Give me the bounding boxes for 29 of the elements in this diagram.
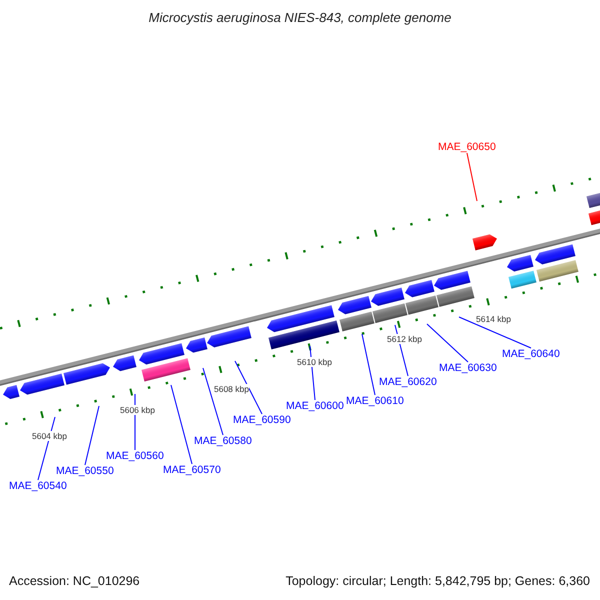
gene-label: MAE_60560 <box>106 450 164 462</box>
gene-label: MAE_60620 <box>379 376 437 388</box>
position-label: 5606 kbp <box>120 405 155 415</box>
diagram-title: Microcystis aeruginosa NIES-843, complete genome <box>148 10 452 26</box>
gene-label: MAE_60580 <box>194 435 252 447</box>
position-label: 5610 kbp <box>297 357 332 367</box>
gene-label: MAE_60590 <box>233 414 291 426</box>
leader-line <box>84 406 100 466</box>
position-label: 5612 kbp <box>387 334 422 344</box>
gene-label: MAE_60600 <box>286 400 344 412</box>
gene-label: MAE_60650 <box>438 141 496 153</box>
gene-label: MAE_60640 <box>502 348 560 360</box>
gene-label: MAE_60610 <box>346 395 404 407</box>
leader-line <box>362 334 376 396</box>
leader-line <box>234 360 262 414</box>
footer-text: Accession: NC_010296 <box>9 574 140 588</box>
leader-line <box>170 384 192 464</box>
position-label: 5614 kbp <box>476 314 511 324</box>
leader-line <box>202 368 224 436</box>
gene-label: MAE_60550 <box>56 465 114 477</box>
position-label: 5608 kbp <box>214 384 249 394</box>
footer-text: Topology: circular; Length: 5,842,795 bp; Genes: 6,360 <box>286 574 590 588</box>
gene-label: MAE_60630 <box>439 362 497 374</box>
leader-line <box>466 152 478 202</box>
leader-line <box>426 324 468 362</box>
gene-label: MAE_60540 <box>9 480 67 492</box>
leader-line <box>458 316 532 348</box>
gene-label: MAE_60570 <box>163 464 221 476</box>
position-label: 5604 kbp <box>32 431 67 441</box>
